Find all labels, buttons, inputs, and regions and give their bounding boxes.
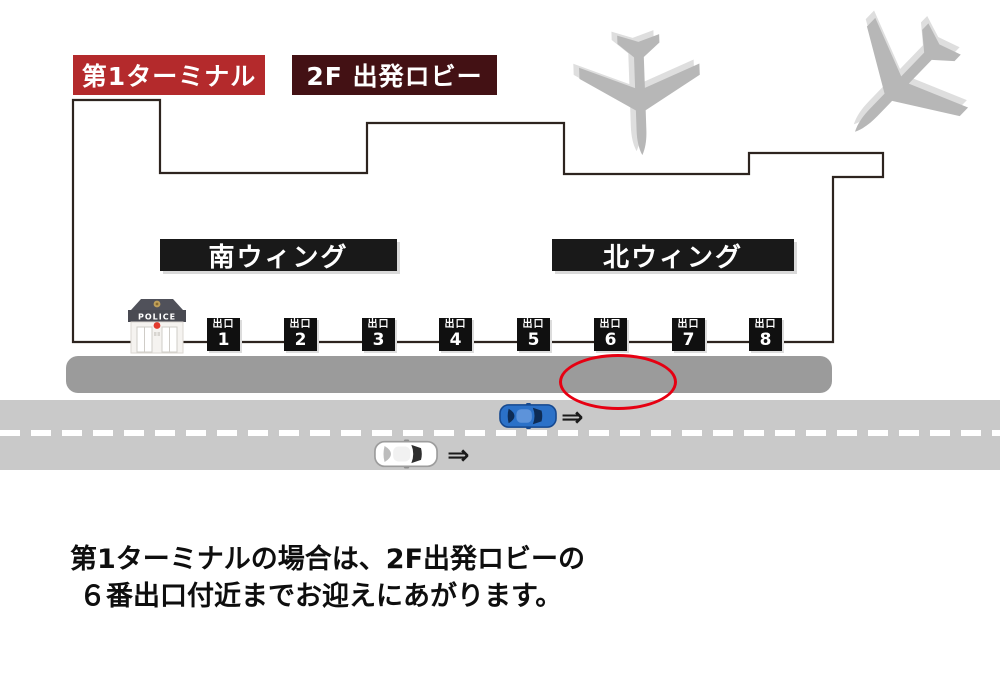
north-wing-label: 北ウィング [552, 239, 794, 273]
terminal-1-badge: 第1ターミナル [73, 55, 265, 95]
exit-number: 7 [682, 329, 695, 350]
exit-number: 3 [372, 329, 385, 350]
exit-label: 出口 [212, 319, 235, 331]
exit-label: 出口 [599, 319, 622, 331]
exit-sign-6: 出口 6 [594, 318, 627, 351]
police-label: POLICE [138, 313, 176, 322]
exit-label: 出口 [754, 319, 777, 331]
exit-number: 2 [294, 329, 307, 350]
north-wing-text: 北ウィング [602, 242, 743, 273]
south-wing-text: 南ウィング [208, 242, 349, 273]
departure-lobby-badge-label: 2F 出発ロビー [306, 62, 483, 91]
exit-number: 4 [449, 329, 462, 350]
direction-arrow: ⇒ [447, 440, 470, 471]
note-line-1: 第1ターミナルの場合は、2F出発ロビーの [70, 544, 586, 575]
exit-label: 出口 [367, 319, 390, 331]
exit-number: 8 [759, 329, 772, 350]
exit-label: 出口 [677, 319, 700, 331]
exit-label: 出口 [289, 319, 312, 331]
south-wing-label: 南ウィング [160, 239, 397, 273]
building-outline [71, 98, 885, 344]
white-car-icon [374, 439, 438, 469]
exit-sign-1: 出口 1 [207, 318, 240, 351]
exit-sign-3: 出口 3 [362, 318, 395, 351]
road-center-line [0, 430, 1000, 436]
curbside-sidewalk [66, 356, 832, 393]
exit-sign-2: 出口 2 [284, 318, 317, 351]
airplane-icon [572, 28, 703, 158]
exit-sign-7: 出口 7 [672, 318, 705, 351]
terminal-1-badge-label: 第1ターミナル [81, 62, 257, 91]
exit-label: 出口 [522, 319, 545, 331]
exit-sign-4: 出口 4 [439, 318, 472, 351]
note-line-2: ６番出口付近までお迎えにあがります。 [79, 581, 563, 612]
exit-number: 6 [604, 329, 617, 350]
exit-sign-5: 出口 5 [517, 318, 550, 351]
blue-car-icon [499, 402, 557, 430]
exit-label: 出口 [444, 319, 467, 331]
pickup-note: 第1ターミナルの場合は、2F出発ロビーの ６番出口付近までお迎えにあがります。 [70, 541, 585, 615]
exit-number: 5 [527, 329, 540, 350]
direction-arrow: ⇒ [561, 402, 584, 433]
pickup-highlight-ellipse [559, 354, 677, 410]
departure-lobby-badge: 2F 出発ロビー [292, 55, 497, 95]
exit-sign-8: 出口 8 [749, 318, 782, 351]
airplane-icon [807, 0, 991, 177]
exit-number: 1 [217, 329, 230, 350]
police-box-icon: POLICE [128, 299, 186, 354]
